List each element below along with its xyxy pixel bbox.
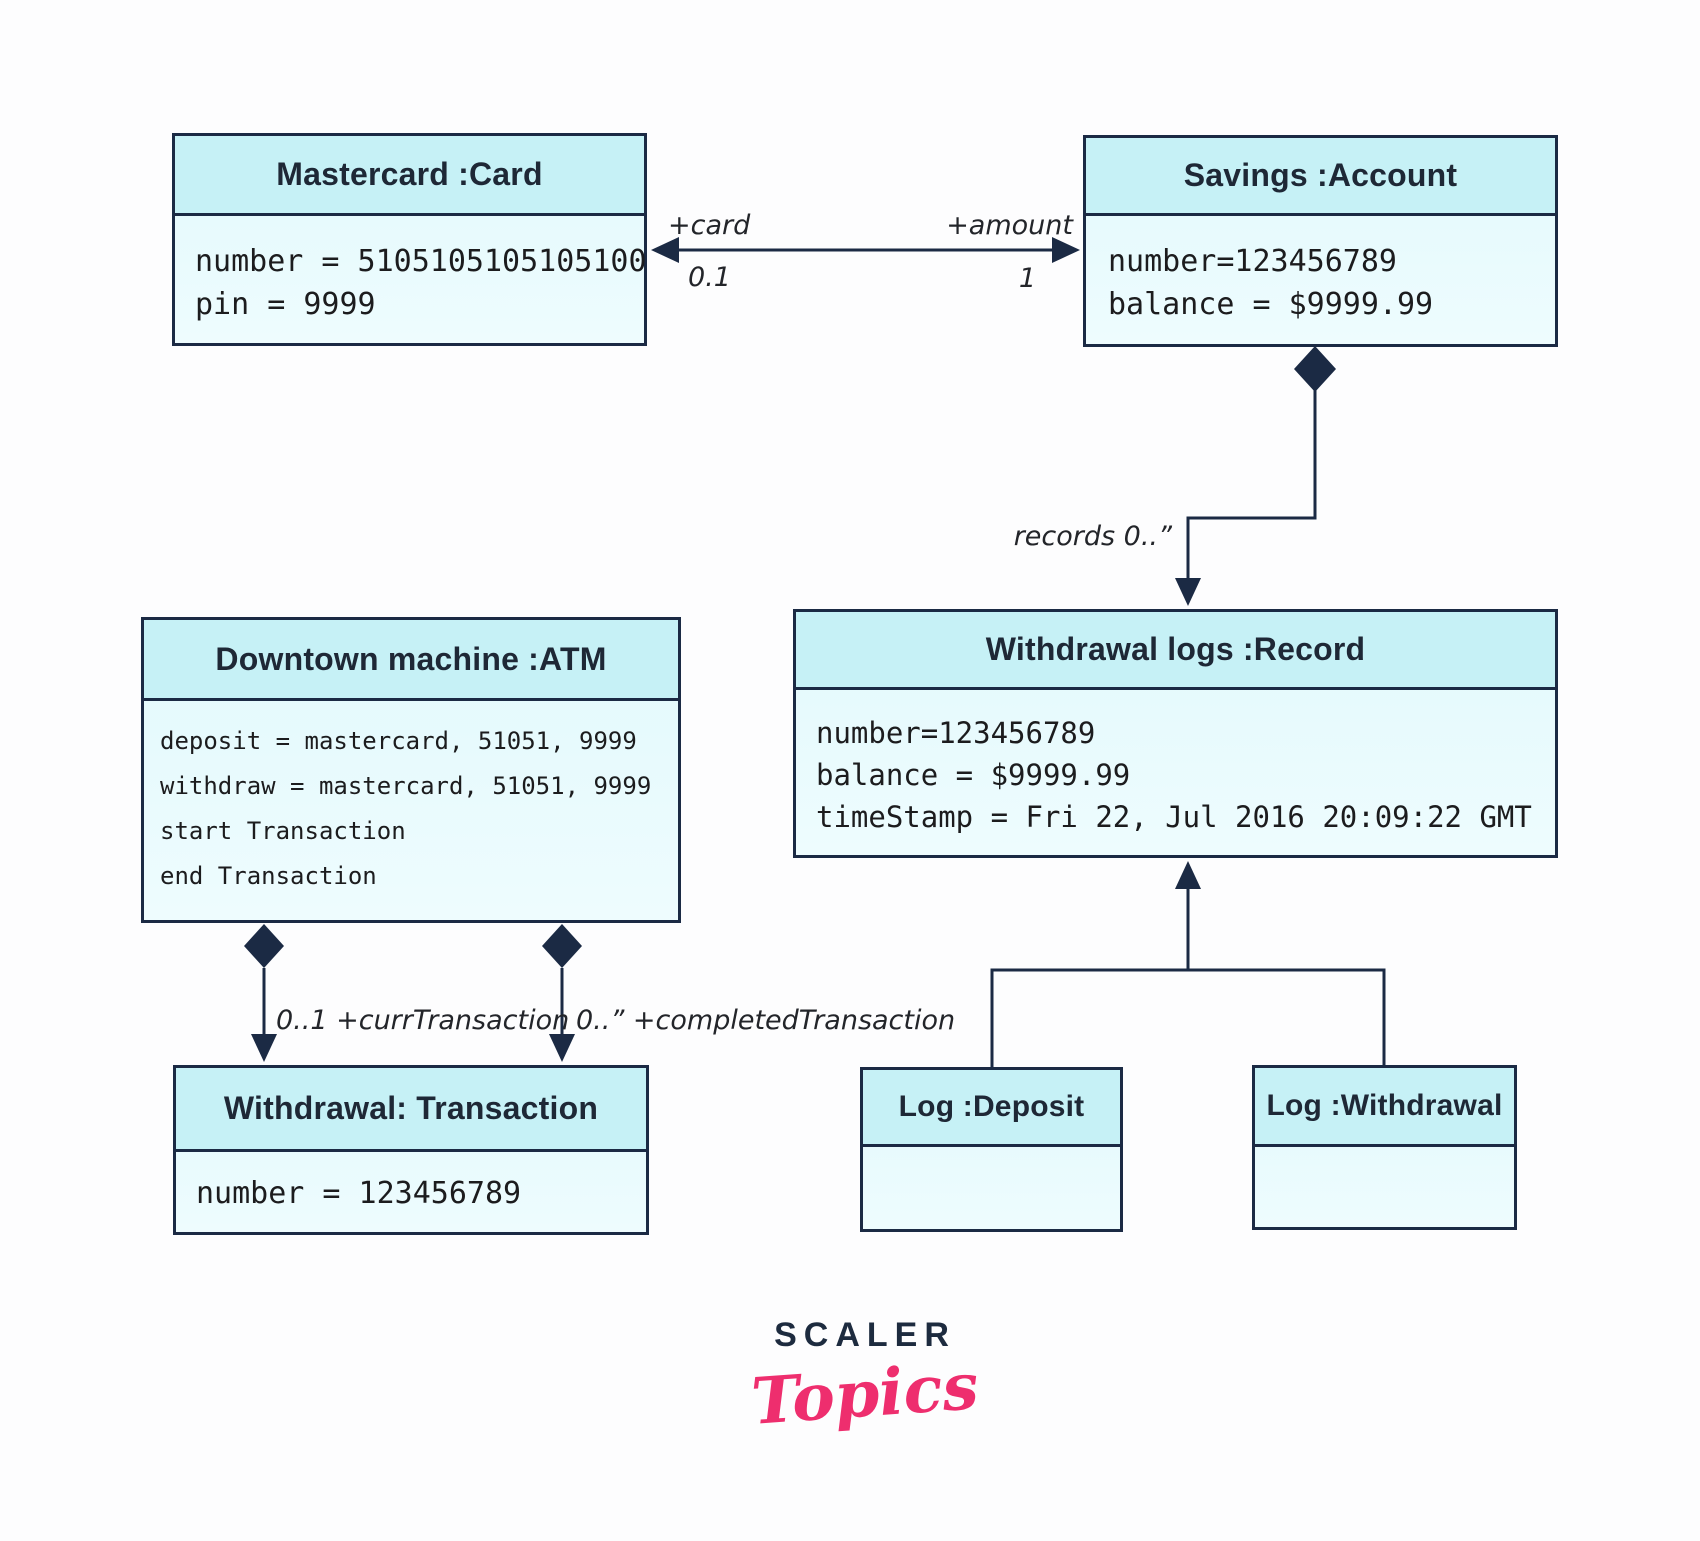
object-title-log-deposit: Log :Deposit — [863, 1070, 1120, 1147]
object-title-savings-account: Savings :Account — [1086, 138, 1555, 216]
object-title-mastercard-card: Mastercard :Card — [175, 136, 644, 216]
arrowhead-transaction-left-icon — [251, 1034, 277, 1062]
edge-log-rail — [990, 968, 1386, 1067]
object-title-downtown-machine-atm: Downtown machine :ATM — [144, 620, 678, 701]
arrowhead-record-bottom-icon — [1175, 861, 1201, 889]
role-label-completedtransaction: 0..” +completedTransaction — [576, 1005, 956, 1036]
attribute-line: balance = $9999.99 — [1108, 287, 1434, 322]
logo-wordmark-topics: Topics — [749, 1349, 981, 1440]
role-label-amount: +amount — [946, 210, 1073, 241]
object-box-log-withdrawal: Log :Withdrawal — [1252, 1065, 1517, 1230]
object-title-log-withdrawal: Log :Withdrawal — [1255, 1068, 1514, 1147]
multiplicity-label-card: 0.1 — [688, 262, 731, 293]
attribute-line: deposit = mastercard, 51051, 9999 — [160, 727, 637, 755]
attribute-line: pin = 9999 — [195, 287, 376, 322]
composition-diamond-left-icon — [244, 924, 284, 968]
object-title-withdrawal-transaction: Withdrawal: Transaction — [176, 1068, 646, 1152]
aggregation-diamond-icon — [1294, 346, 1336, 392]
multiplicity-label-amount: 1 — [1018, 263, 1037, 294]
attribute-line: timeStamp = Fri 22, Jul 2016 20:09:22 GM… — [816, 800, 1532, 834]
attribute-line: start Transaction — [160, 817, 406, 845]
edge-account-record — [1186, 390, 1317, 578]
object-box-mastercard-card: Mastercard :Card number = 51051051051051… — [172, 133, 647, 346]
object-box-savings-account: Savings :Account number=123456789 balanc… — [1083, 135, 1558, 347]
object-box-log-deposit: Log :Deposit — [860, 1067, 1123, 1232]
attribute-line: balance = $9999.99 — [816, 758, 1131, 792]
role-label-records: records 0..” — [1013, 521, 1172, 552]
object-box-withdrawal-logs-record: Withdrawal logs :Record number=123456789… — [793, 609, 1558, 858]
role-label-currtransaction: 0..1 +currTransaction — [276, 1005, 570, 1036]
arrowhead-record-top-icon — [1175, 578, 1201, 606]
object-box-downtown-machine-atm: Downtown machine :ATM deposit = masterca… — [141, 617, 681, 923]
attribute-line: number = 123456789 — [196, 1176, 522, 1211]
attribute-line: withdraw = mastercard, 51051, 9999 — [160, 772, 652, 800]
object-title-withdrawal-logs-record: Withdrawal logs :Record — [796, 612, 1555, 690]
role-label-card: +card — [668, 210, 751, 241]
object-box-withdrawal-transaction: Withdrawal: Transaction number = 1234567… — [173, 1065, 649, 1235]
attribute-line: end Transaction — [160, 862, 377, 890]
arrowhead-transaction-right-icon — [549, 1034, 575, 1062]
attribute-line: number = 5105105105105100 — [195, 244, 647, 279]
attribute-line: number=123456789 — [1108, 244, 1397, 279]
attribute-line: number=123456789 — [816, 716, 1096, 750]
logo-wordmark-scaler: SCALER — [774, 1316, 956, 1354]
scaler-topics-logo: SCALER Topics — [700, 1316, 1030, 1440]
composition-diamond-right-icon — [542, 924, 582, 968]
